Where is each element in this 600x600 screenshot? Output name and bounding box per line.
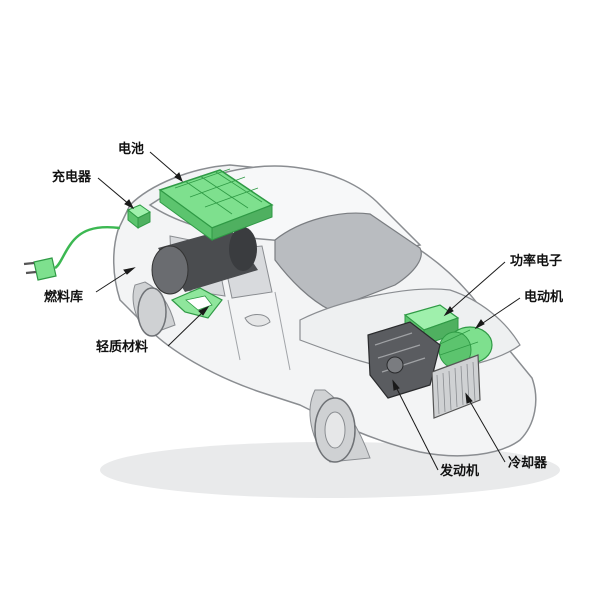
leader-fuel-tank-arrow xyxy=(123,267,136,275)
windshield xyxy=(274,212,422,311)
charging-cable xyxy=(54,226,121,270)
leader-engine-arrow xyxy=(392,379,400,391)
leader-battery-arrow xyxy=(174,172,183,183)
leader-radiator-arrow xyxy=(465,392,473,404)
leader-radiator xyxy=(467,397,506,463)
label-fuel-tank: 燃料库 xyxy=(44,290,84,305)
label-lightweight-materials: 轻质材料 xyxy=(96,340,149,355)
leader-fuel-tank xyxy=(95,269,131,293)
leader-motor-arrow xyxy=(474,319,485,330)
lightweight-frame xyxy=(170,287,223,319)
leader-lightweight-arrow xyxy=(198,305,210,316)
leader-motor xyxy=(479,297,521,326)
leader-power-electronics xyxy=(447,261,506,313)
label-radiator: 冷却器 xyxy=(508,456,548,471)
leader-power-electronics-arrow xyxy=(443,306,454,317)
charger-box xyxy=(127,204,151,230)
leader-lightweight xyxy=(167,309,206,347)
leader-lines xyxy=(95,151,521,471)
leader-charger-arrow xyxy=(124,199,135,210)
label-charger: 充电器 xyxy=(52,170,92,185)
door-lines xyxy=(227,291,291,371)
label-electric-motor: 电动机 xyxy=(524,290,564,305)
fuel-tank xyxy=(151,227,258,295)
leader-charger xyxy=(97,177,131,206)
battery-pack xyxy=(158,168,274,241)
plug-icon xyxy=(23,257,57,281)
rear-wheel xyxy=(137,287,167,337)
side-mirror xyxy=(244,314,271,327)
engine-block xyxy=(367,321,441,399)
label-power-electronics: 功率电子 xyxy=(510,254,563,269)
leader-engine xyxy=(394,384,439,471)
label-battery: 电池 xyxy=(118,142,145,157)
front-wheel-hub xyxy=(324,411,346,449)
leader-battery xyxy=(149,151,181,179)
label-engine: 发动机 xyxy=(440,464,480,479)
